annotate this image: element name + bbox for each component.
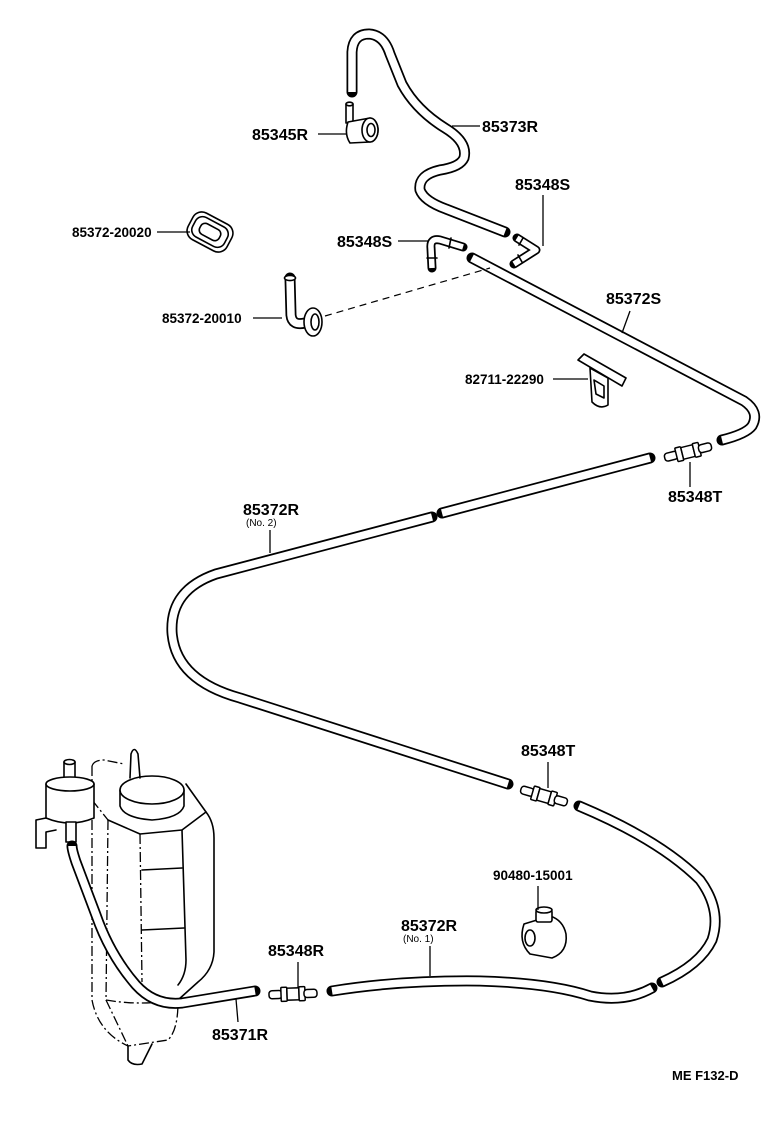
label-joint-lower: 85348T [521,743,575,760]
check-valve-85345R [345,101,379,144]
label-check-valve: 85345R [252,127,308,144]
label-hose-no2-note: (No. 2) [246,518,277,529]
grommet-upper-hole [198,222,222,242]
label-hose-upper: 85373R [482,119,538,136]
elbow-85348S-upper [509,233,541,269]
hose-85372R-no1 [332,806,715,998]
elbow-upper-rings [517,237,524,263]
pump-inlet-top [63,758,76,766]
washer-pump [35,758,95,849]
pump-top-disc [45,776,95,792]
washer-tank [91,748,215,1066]
figure-code: ME F132-D [672,1068,738,1083]
tank-phantom-rib [139,833,143,983]
grommet-upper-lip [190,215,230,249]
tank-cap-top [119,775,185,805]
check-valve-port [366,122,376,138]
grommet-lower-neck-top [535,906,553,914]
grommet-90480-15001 [521,906,568,959]
check-valve-nipple [345,103,354,124]
hose-85372S-outline [472,258,755,440]
hose-no2-segment-b-bore [172,517,508,784]
hose-85372S [472,258,755,440]
tank-shoulder [107,811,207,835]
tank-mid-ridge [141,867,185,931]
check-valve-nipple-top [345,101,354,107]
hose-elbow-grommet-hole [310,313,320,331]
elbow-middle-rings [426,237,452,259]
label-grommet-lower: 90480-15001 [493,868,573,883]
label-elbow-middle: 85348S [337,234,392,251]
label-hose-no2: 85372R [243,502,299,519]
tank-phantom-top [91,759,125,767]
clamp-slot [593,379,605,399]
label-hose-no1-note: (No. 1) [403,934,434,945]
callout-labels: 85345R 85373R 85348S 85372-20020 85348S … [72,119,738,1083]
joint-85348T-upper [662,438,714,466]
label-joint-tank: 85348R [268,943,324,960]
leader-85371R [235,998,239,1023]
label-elbow-upper: 85348S [515,177,570,194]
tank-right-side [177,783,215,1001]
tank-phantom-edge [105,819,129,1047]
joint-85348R [268,985,318,1003]
clamp-82711-22290 [577,353,627,408]
elbow-middle-bore [428,236,464,269]
label-hose-tank: 85371R [212,1027,268,1044]
hose-elbow-85372-20010 [283,272,323,337]
tank-phantom-bottom [105,999,179,1004]
hose-elbow-top [283,274,297,282]
elbow-85348S-middle [426,235,468,273]
grommet-lower-body [521,915,568,959]
label-hose-no1: 85372R [401,918,457,935]
tank-front-edge [177,829,187,986]
tank-cap-tether [129,748,141,779]
grommet-85372-20020 [186,211,234,253]
label-hose-elbow: 85372-20010 [162,311,242,326]
label-joint-upper: 85348T [668,489,722,506]
hose-no1-segment-a-outline [579,806,715,982]
hose-elbow-bore [286,277,306,328]
pump-outlet-nipple [65,821,77,843]
grommet-lower-hole [524,929,536,947]
label-grommet-upper: 85372-20020 [72,225,152,240]
tank-drain-spout [127,1043,153,1066]
joint-85348T-lower [518,781,570,811]
label-clamp: 82711-22290 [465,372,544,387]
pump-bracket [35,817,57,849]
assembly-dashed-line [324,267,491,317]
hose-no2-segment-a-bore [442,458,650,513]
label-hose-middle: 85372S [606,291,661,308]
leader-85372S [621,310,631,334]
leader-lines [157,125,691,1023]
hose-no2-segment-b-outline [172,517,508,784]
